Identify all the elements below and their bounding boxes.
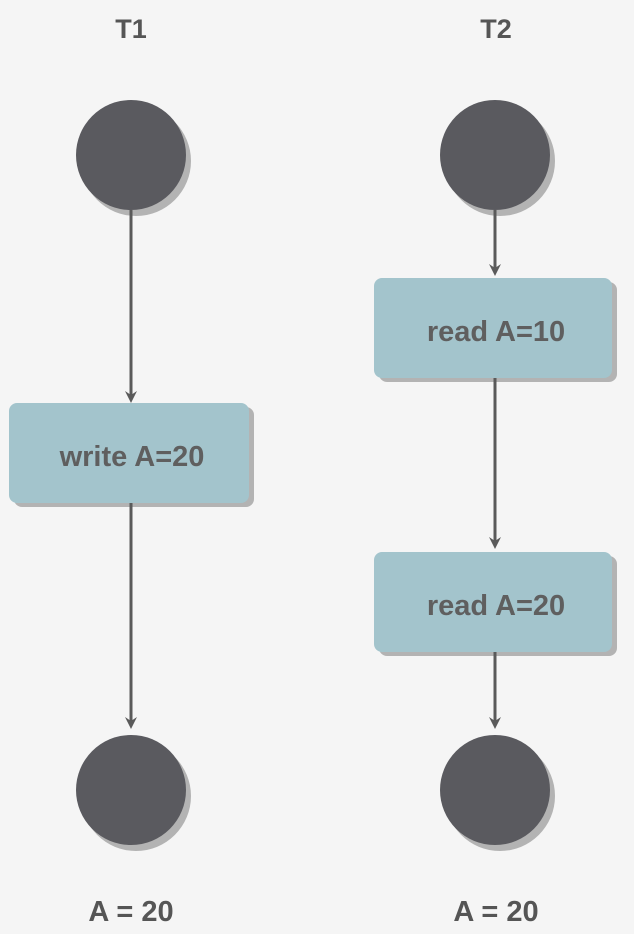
lane-title-t1: T1	[115, 14, 147, 44]
t2-step-read2-label: read A=20	[427, 590, 565, 622]
lane-title-t2: T2	[480, 14, 512, 44]
t1-step-write-label: write A=20	[59, 441, 205, 473]
t1-end-node	[76, 735, 191, 851]
t2-step-read1: read A=10	[374, 278, 617, 382]
t1-step-write: write A=20	[9, 403, 254, 507]
t2-step-read2: read A=20	[374, 552, 617, 656]
t2-step-read1-label: read A=10	[427, 316, 565, 348]
t2-end-node	[440, 735, 555, 851]
t2-start-node	[440, 100, 555, 216]
t1-start-node	[76, 100, 191, 216]
t2-result: A = 20	[453, 896, 538, 928]
t1-result: A = 20	[88, 896, 173, 928]
